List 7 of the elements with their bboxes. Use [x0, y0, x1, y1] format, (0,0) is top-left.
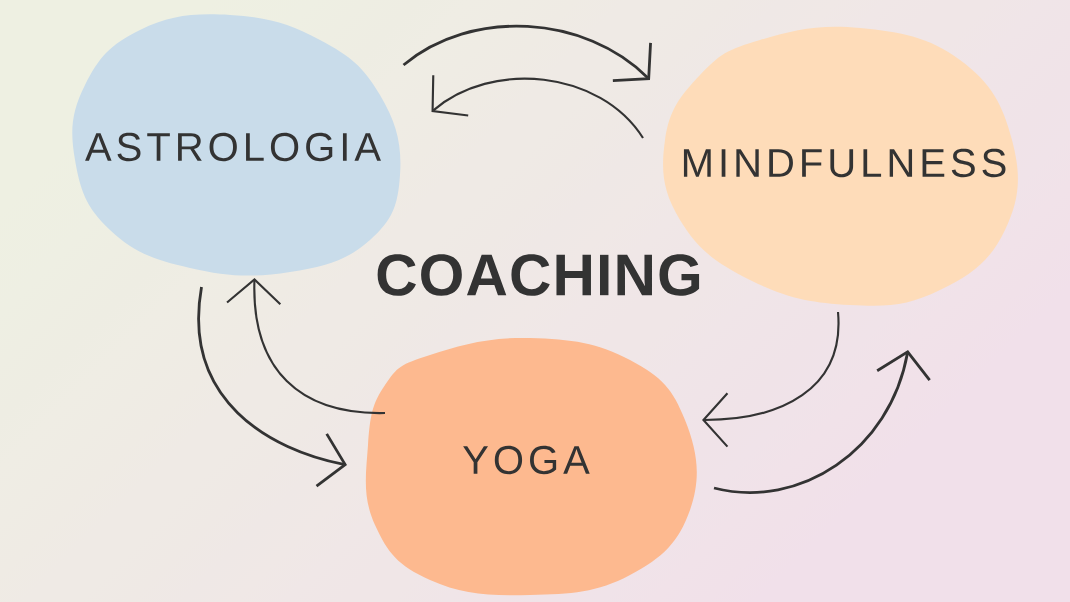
- curved-arrow: [713, 350, 931, 494]
- curved-arrow: [402, 25, 652, 82]
- curved-arrow: [702, 311, 840, 448]
- curved-arrow: [197, 286, 347, 488]
- curved-arrow: [226, 278, 386, 415]
- curved-arrow: [431, 75, 644, 139]
- blob: YOGA: [365, 337, 697, 596]
